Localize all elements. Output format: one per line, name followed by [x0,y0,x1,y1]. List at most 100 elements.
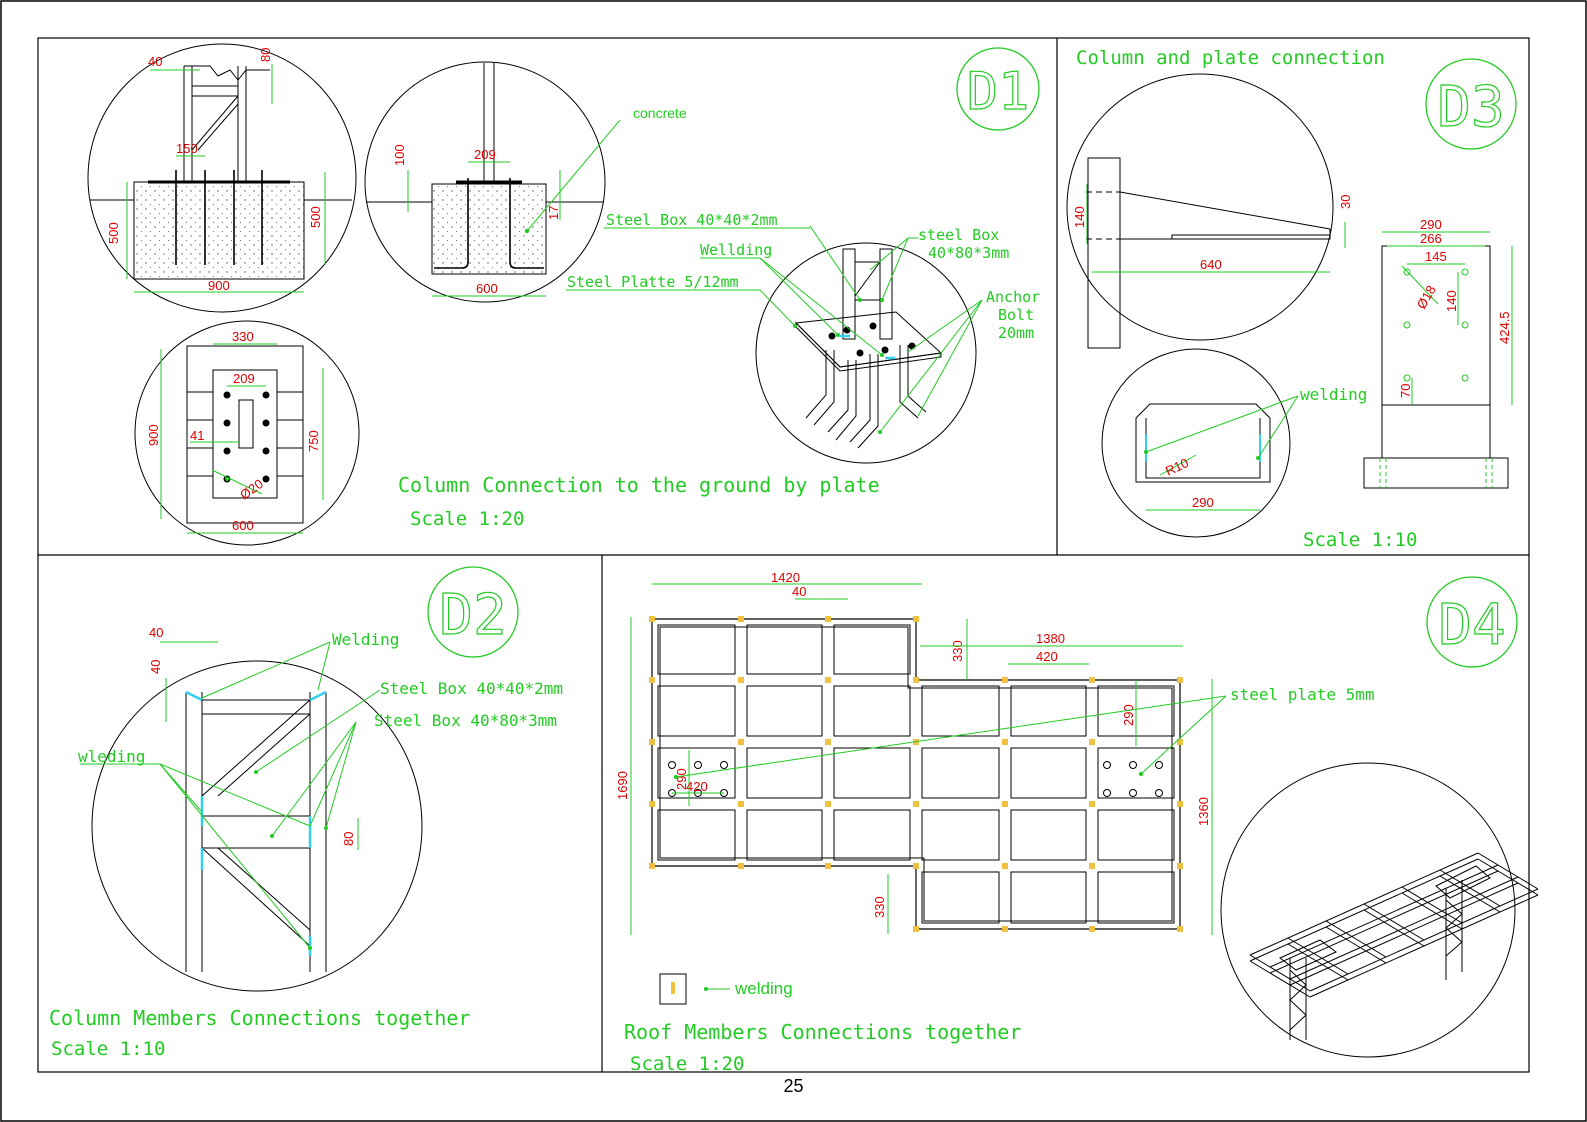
dim-d80: 80 [341,832,356,846]
weld-marker [913,616,919,622]
dim-f424: 424.5 [1497,311,1512,344]
roof-cell [746,624,823,675]
roof-cell [657,747,736,799]
iso-member [1439,875,1501,913]
roof-cell [1097,871,1175,924]
dim-f145: 145 [1425,249,1447,264]
d1-section-elevation: 40 80 150 500 500 900 [87,43,357,313]
roof-cell [921,871,1000,924]
dim-a900: 900 [208,278,230,293]
dim-f140: 140 [1444,290,1459,312]
weld-marker [1089,926,1095,932]
dim-a150: 150 [176,141,198,156]
d2-label-wleding: wleding [78,747,145,766]
weld-marker [825,801,831,807]
dim-e140: 140 [1072,206,1087,228]
d3-side-view: 140 30 640 [1066,73,1353,349]
roof-cell [657,685,736,737]
dim-h1380: 1380 [1036,631,1065,646]
roof-cell [1010,685,1087,737]
dim-b209: 209 [474,147,496,162]
weld-marker [1089,739,1095,745]
iso-member [1309,894,1539,998]
iso-member [1249,960,1311,998]
iso-member [1401,892,1463,930]
weld-marker [825,739,831,745]
concrete-label: concrete [633,105,687,121]
d2-title: Column Members Connections together [49,1006,470,1030]
d4-tag-label: D4 [1438,593,1505,658]
d4-label-plate: steel plate 5mm [1230,685,1375,704]
roof-cell [746,747,823,799]
d2-label-box-40x40: Steel Box 40*40*2mm [380,679,563,698]
roof-cell [833,685,911,737]
weld-marker [913,926,919,932]
weld-marker [825,863,831,869]
dim-g290: 290 [1192,495,1214,510]
d2-scale: Scale 1:10 [51,1038,165,1060]
roof-cell [746,685,823,737]
iso-member [1269,864,1499,968]
d1-panel: D1 40 80 150 [87,43,1040,546]
iso-member [1401,886,1463,924]
weld-marker [1089,863,1095,869]
weld-marker [649,616,655,622]
dim-c600: 600 [232,518,254,533]
weld-marker [1177,926,1183,932]
d4-plate-left [668,761,728,797]
dim-a40: 40 [148,54,162,69]
d1-plan-detail: 330 209 900 750 41 Ø20 600 [134,320,360,546]
weld-marker [649,739,655,745]
roof-cell [1097,809,1175,861]
dim-h420b: 420 [686,779,708,794]
iso-member [1249,852,1479,956]
dim-c750: 750 [306,430,321,452]
d1-label-anchor-line2: Bolt [998,306,1034,324]
weld-marker [1177,863,1183,869]
roof-cell [833,809,911,861]
dim-a500-right: 500 [308,206,323,228]
weld-marker [649,801,655,807]
roof-cell [921,747,1000,799]
dim-f70: 70 [1398,384,1413,398]
iso-member [1249,858,1479,962]
roof-cell [833,624,911,675]
d3-title: Column and plate connection [1076,47,1385,69]
dim-h1420: 1420 [771,570,800,585]
d4-tag: D4 [1426,576,1518,668]
dim-b600: 600 [476,281,498,296]
d3-plate-elevation: 290 266 145 Ø18 140 424.5 70 [1363,217,1513,489]
weld-marker [1089,677,1095,683]
iso-member [1289,882,1519,986]
iso-member [1363,903,1425,941]
dim-h1690: 1690 [615,771,630,800]
weld-marker [1002,863,1008,869]
dim-c330: 330 [232,329,254,344]
roof-cell [1010,747,1087,799]
iso-member [1325,920,1387,958]
dim-h330a: 330 [950,640,965,662]
iso-member [1477,858,1539,896]
weld-marker [825,677,831,683]
dim-b17: 17 [546,206,561,220]
weld-marker [913,801,919,807]
dim-c209: 209 [233,371,255,386]
weld-marker [738,739,744,745]
page-number: 25 [783,1076,804,1096]
weld-marker [649,677,655,683]
weld-marker [738,863,744,869]
d4-panel: D4 1420 40 330 1380 420 290 290 420 1690 [615,570,1539,1075]
d1-label-plate: Steel Platte 5/12mm [567,273,739,291]
dim-a80: 80 [258,48,273,62]
iso-member [1269,870,1499,974]
d4-title: Roof Members Connections together [624,1020,1021,1044]
dim-h1360: 1360 [1196,797,1211,826]
dim-h420a: 420 [1036,649,1058,664]
d1-isometric [755,225,983,464]
roof-cell [833,747,911,799]
d1-label-welding: Wellding [700,241,772,259]
d2-tag: D2 [427,566,519,658]
d1-title: Column Connection to the ground by plate [398,473,880,497]
d2-label-box-40x80: Steel Box 40*80*3mm [374,711,557,730]
